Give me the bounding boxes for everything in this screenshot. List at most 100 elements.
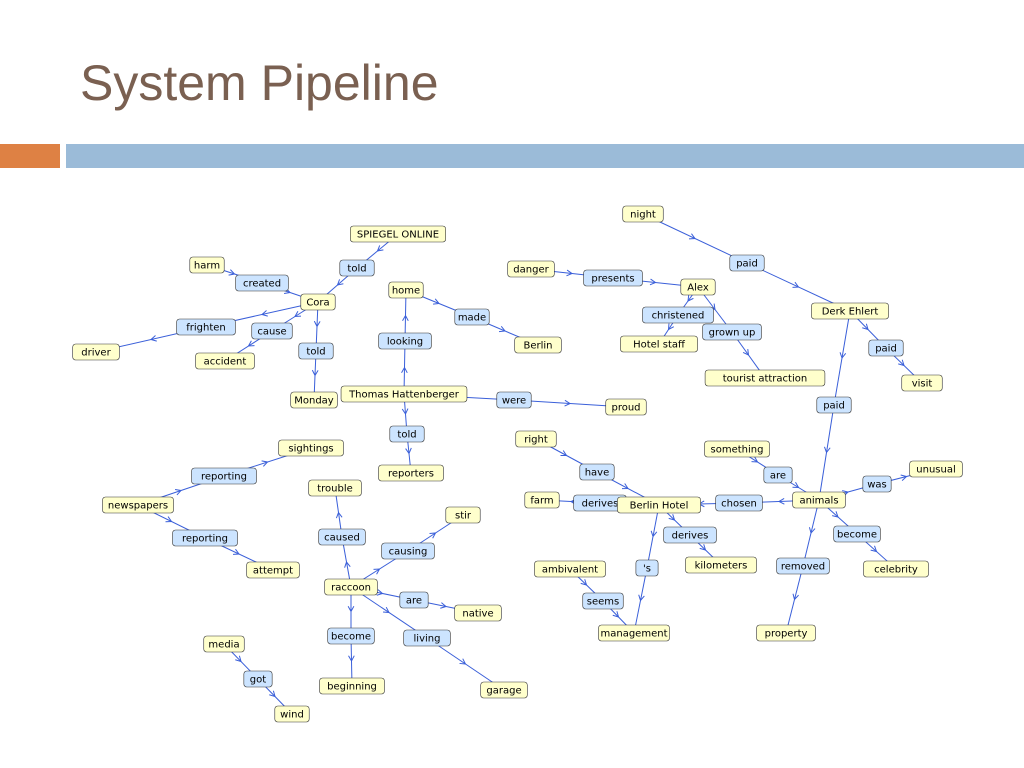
relation-node-removed[interactable]: removed xyxy=(776,557,830,575)
concept-node-hotelstaff[interactable]: Hotel staff xyxy=(620,335,698,353)
relation-node-got[interactable]: got xyxy=(243,670,273,688)
node-box xyxy=(702,323,762,341)
concept-node-native[interactable]: native xyxy=(454,604,502,622)
node-box xyxy=(319,677,385,695)
relation-node-reporting2[interactable]: reporting xyxy=(172,529,238,547)
relation-node-are2[interactable]: are xyxy=(763,466,793,484)
relation-node-living[interactable]: living xyxy=(403,629,451,647)
node-box xyxy=(868,339,904,357)
concept-node-accident[interactable]: accident xyxy=(195,352,255,370)
node-label: stir xyxy=(455,511,472,522)
concept-node-ambivalent[interactable]: ambivalent xyxy=(534,560,606,578)
relation-node-paid3[interactable]: paid xyxy=(816,396,852,414)
relation-node-paid1[interactable]: paid xyxy=(729,254,765,272)
concept-node-animals[interactable]: animals xyxy=(792,491,846,509)
relation-node-told2[interactable]: told xyxy=(298,342,334,360)
node-label: newspapers xyxy=(108,501,168,512)
concept-node-reporters[interactable]: reporters xyxy=(378,464,444,482)
relation-node-created[interactable]: created xyxy=(235,274,289,292)
concept-node-danger[interactable]: danger xyxy=(507,260,555,278)
concept-node-right[interactable]: right xyxy=(515,430,557,448)
concept-node-wind[interactable]: wind xyxy=(274,705,310,723)
node-label: beginning xyxy=(327,682,377,693)
relation-node-become1[interactable]: become xyxy=(327,627,375,645)
concept-node-berlinhotel[interactable]: Berlin Hotel xyxy=(617,496,701,514)
concept-node-unusual[interactable]: unusual xyxy=(909,460,963,478)
relation-node-was[interactable]: was xyxy=(862,475,892,493)
concept-node-thomas[interactable]: Thomas Hattenberger xyxy=(340,385,468,403)
concept-node-cora[interactable]: Cora xyxy=(300,293,336,311)
concept-node-alex[interactable]: Alex xyxy=(680,278,716,296)
node-box xyxy=(816,396,852,414)
accent-bar-orange xyxy=(0,144,60,168)
concept-node-derk[interactable]: Derk Ehlert xyxy=(811,302,889,320)
concept-node-newspapers[interactable]: newspapers xyxy=(102,496,174,514)
concept-node-kilometers[interactable]: kilometers xyxy=(685,556,757,574)
concept-node-night[interactable]: night xyxy=(622,205,664,223)
arrow-told2-monday xyxy=(311,369,319,377)
node-label: proud xyxy=(611,403,640,414)
concept-node-garage[interactable]: garage xyxy=(480,681,528,699)
concept-node-media[interactable]: media xyxy=(203,635,245,653)
concept-node-farm[interactable]: farm xyxy=(524,491,560,509)
relation-node-causing[interactable]: causing xyxy=(381,542,435,560)
node-box xyxy=(389,425,425,443)
arrow-thomas-looking xyxy=(401,366,408,374)
arrow-cora-told2 xyxy=(313,320,321,328)
relation-node-seems[interactable]: seems xyxy=(582,592,624,610)
node-label: paid xyxy=(875,344,897,355)
node-box xyxy=(378,332,432,350)
arrow-media-got xyxy=(235,655,242,663)
relation-node-are1[interactable]: are xyxy=(399,591,429,609)
arrow-danger-presents xyxy=(566,269,574,277)
concept-node-celebrity[interactable]: celebrity xyxy=(863,560,929,578)
relation-node-presents[interactable]: presents xyxy=(583,269,643,287)
relation-node-frighten[interactable]: frighten xyxy=(176,318,236,336)
node-box xyxy=(642,306,714,324)
node-label: created xyxy=(243,279,281,290)
concept-node-management[interactable]: management xyxy=(598,624,670,642)
relation-node-made[interactable]: made xyxy=(454,308,490,326)
node-label: kilometers xyxy=(695,561,748,572)
concept-node-property[interactable]: property xyxy=(756,624,816,642)
concept-node-attempt[interactable]: attempt xyxy=(246,561,300,579)
relation-node-caused[interactable]: caused xyxy=(318,528,366,546)
relation-node-were[interactable]: were xyxy=(496,391,532,409)
concept-node-home[interactable]: home xyxy=(388,281,424,299)
node-box xyxy=(349,225,446,243)
concept-node-spiegel[interactable]: SPIEGEL ONLINE xyxy=(349,225,446,243)
concept-node-something[interactable]: something xyxy=(704,440,770,458)
relation-node-apos[interactable]: 's xyxy=(635,559,659,577)
relation-node-told1[interactable]: told xyxy=(339,259,375,277)
concept-node-beginning[interactable]: beginning xyxy=(319,677,385,695)
concept-node-harm[interactable]: harm xyxy=(189,256,225,274)
concept-node-trouble[interactable]: trouble xyxy=(308,479,362,497)
node-box xyxy=(246,561,300,579)
node-label: Alex xyxy=(687,283,709,294)
concept-node-sightings[interactable]: sightings xyxy=(278,439,344,457)
relation-node-grownup[interactable]: grown up xyxy=(702,323,762,341)
arrow-got-wind xyxy=(269,690,276,698)
relation-node-chosen[interactable]: chosen xyxy=(715,494,763,512)
relation-node-derives2[interactable]: derives xyxy=(663,526,717,544)
concept-node-stir[interactable]: stir xyxy=(445,506,481,524)
concept-node-visit[interactable]: visit xyxy=(901,374,943,392)
concept-node-driver[interactable]: driver xyxy=(72,343,120,361)
concept-node-proud[interactable]: proud xyxy=(605,398,647,416)
node-box xyxy=(534,560,606,578)
relation-node-paid2[interactable]: paid xyxy=(868,339,904,357)
concept-node-raccoon[interactable]: raccoon xyxy=(324,578,378,596)
concept-node-tourist[interactable]: tourist attraction xyxy=(704,369,826,387)
relation-node-told3[interactable]: told xyxy=(389,425,425,443)
relation-node-looking[interactable]: looking xyxy=(378,332,432,350)
concept-node-monday[interactable]: Monday xyxy=(290,391,338,409)
relation-node-christened[interactable]: christened xyxy=(642,306,714,324)
relation-node-cause[interactable]: cause xyxy=(251,322,293,340)
node-label: driver xyxy=(81,348,111,359)
concept-node-berlin[interactable]: Berlin xyxy=(514,336,562,354)
relation-node-have[interactable]: have xyxy=(579,463,615,481)
relation-node-reporting1[interactable]: reporting xyxy=(191,467,257,485)
relation-node-become2[interactable]: become xyxy=(833,525,881,543)
